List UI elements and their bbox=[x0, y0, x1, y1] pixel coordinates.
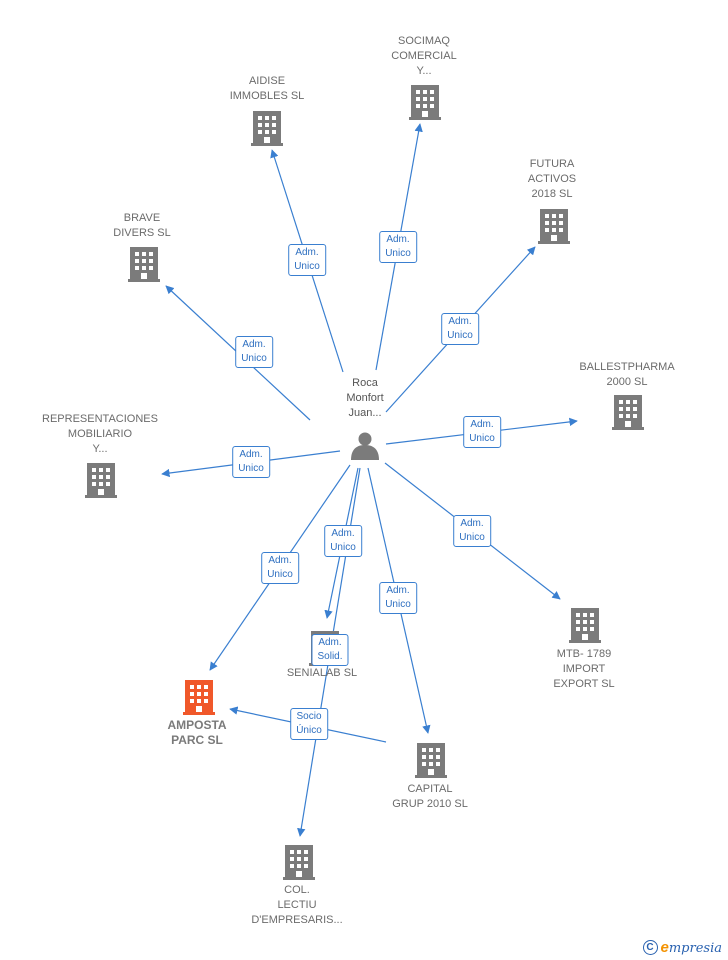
building-icon[interactable] bbox=[251, 111, 283, 146]
building-icon[interactable] bbox=[415, 743, 447, 778]
edge-label-line: Unico bbox=[447, 330, 473, 341]
edge-label-line: Unico bbox=[385, 248, 411, 259]
company-label-line: CAPITAL bbox=[407, 783, 453, 795]
building-icon[interactable] bbox=[612, 395, 644, 430]
edge-label-center-col[interactable]: Adm. Solid. bbox=[311, 634, 349, 666]
footer-brand: C empresia bbox=[642, 939, 722, 956]
edge-label-center-aidise[interactable]: Adm. Unico bbox=[288, 244, 326, 276]
company-label-futura[interactable]: FUTURA ACTIVOS 2018 SL bbox=[528, 157, 576, 202]
company-label-line: D'EMPRESARIS... bbox=[251, 914, 343, 926]
edge-label-center-ballest[interactable]: Adm. Unico bbox=[463, 416, 501, 448]
edge-label-line: Adm. bbox=[268, 555, 292, 566]
edge-label-line: Único bbox=[296, 725, 322, 736]
company-label-line: IMMOBLES SL bbox=[229, 90, 305, 102]
edge-label-line: Unico bbox=[385, 599, 411, 610]
company-label-senialab[interactable]: SENIALAB SL bbox=[287, 666, 357, 681]
building-icon[interactable] bbox=[183, 680, 215, 715]
edge-label-line: Adm. bbox=[386, 585, 410, 596]
company-label-line: REPRESENTACIONES bbox=[42, 413, 158, 425]
company-label-line: 2000 SL bbox=[606, 376, 648, 388]
edge-label-line: Solid. bbox=[317, 651, 343, 662]
edge-label-center-socimaq[interactable]: Adm. Unico bbox=[379, 231, 417, 263]
company-label-line: PARC SL bbox=[171, 733, 223, 747]
edge-label-line: Adm. bbox=[460, 518, 484, 529]
edge-label-center-senialab[interactable]: Adm. Unico bbox=[324, 525, 362, 557]
company-label-line: ACTIVOS bbox=[527, 173, 577, 185]
person-icon[interactable] bbox=[351, 432, 379, 461]
company-label-line: 2018 SL bbox=[531, 188, 573, 200]
edge-label-line: Socio bbox=[296, 711, 322, 722]
company-label-line: AIDISE bbox=[248, 75, 286, 87]
person-name-line: Juan... bbox=[348, 407, 382, 419]
edge-label-line: Unico bbox=[241, 353, 267, 364]
building-icon[interactable] bbox=[283, 845, 315, 880]
edge-label-center-capital[interactable]: Adm. Unico bbox=[379, 582, 417, 614]
company-label-line: IMPORT bbox=[562, 663, 606, 675]
edge-label-line: Unico bbox=[330, 542, 356, 553]
copyright-icon: C bbox=[642, 940, 658, 955]
edge-label-line: Adm. bbox=[470, 419, 494, 430]
building-icon[interactable] bbox=[569, 608, 601, 643]
building-icon[interactable] bbox=[85, 463, 117, 498]
person-name-line: Monfort bbox=[346, 392, 384, 404]
edge-label-center-futura[interactable]: Adm. Unico bbox=[441, 313, 479, 345]
brand-logo: empresia bbox=[660, 939, 722, 956]
company-label-brave[interactable]: BRAVE DIVERS SL bbox=[113, 211, 170, 241]
edge-label-line: Adm. bbox=[242, 339, 266, 350]
company-label-line: COMERCIAL bbox=[391, 50, 457, 62]
company-label-line: LECTIU bbox=[277, 899, 317, 911]
company-label-line: SENIALAB SL bbox=[286, 667, 358, 679]
edge-label-center-brave[interactable]: Adm. Unico bbox=[235, 336, 273, 368]
edge-label-line: Unico bbox=[267, 569, 293, 580]
edge-label-line: Adm. bbox=[386, 234, 410, 245]
edge-label-center-mtb[interactable]: Adm. Unico bbox=[453, 515, 491, 547]
company-label-line: BRAVE bbox=[123, 212, 161, 224]
edge-label-center-repre[interactable]: Adm. Unico bbox=[232, 446, 270, 478]
edge-label-line: Adm. bbox=[239, 449, 263, 460]
company-label-line: COL. bbox=[284, 884, 310, 896]
edge-label-line: Unico bbox=[294, 261, 320, 272]
company-label-line: AMPOSTA bbox=[167, 718, 227, 732]
company-label-aidise[interactable]: AIDISE IMMOBLES SL bbox=[230, 74, 305, 104]
company-label-line: SOCIMAQ bbox=[398, 35, 450, 47]
edge-label-line: Unico bbox=[469, 433, 495, 444]
company-label-line: GRUP 2010 SL bbox=[392, 798, 468, 810]
company-label-col[interactable]: COL. LECTIU D'EMPRESARIS... bbox=[251, 883, 342, 928]
company-label-ballest[interactable]: BALLESTPHARMA 2000 SL bbox=[579, 360, 674, 390]
edge-label-line: Adm. bbox=[318, 637, 342, 648]
edge-label-line: Adm. bbox=[295, 247, 319, 258]
edge-label-center-amposta[interactable]: Adm. Unico bbox=[261, 552, 299, 584]
company-label-line: EXPORT SL bbox=[553, 678, 615, 690]
edge-label-line: Adm. bbox=[448, 316, 472, 327]
building-icon[interactable] bbox=[128, 247, 160, 282]
company-label-line: MOBILIARIO bbox=[67, 428, 133, 440]
building-icon[interactable] bbox=[538, 209, 570, 244]
edge-label-line: Unico bbox=[238, 463, 264, 474]
company-label-line: DIVERS SL bbox=[113, 227, 171, 239]
company-label-repre[interactable]: REPRESENTACIONES MOBILIARIO Y... bbox=[42, 412, 158, 457]
building-icon[interactable] bbox=[409, 85, 441, 120]
person-name-line: Roca bbox=[352, 377, 378, 389]
company-label-line: Y... bbox=[92, 443, 108, 455]
company-label-line: BALLESTPHARMA bbox=[579, 361, 675, 373]
edge-label-line: Unico bbox=[459, 532, 485, 543]
company-label-line: FUTURA bbox=[529, 158, 575, 170]
company-label-line: Y... bbox=[416, 65, 432, 77]
company-label-socimaq[interactable]: SOCIMAQ COMERCIAL Y... bbox=[391, 34, 456, 79]
edge-label-line: Adm. bbox=[331, 528, 355, 539]
company-label-capital[interactable]: CAPITAL GRUP 2010 SL bbox=[392, 782, 468, 812]
company-label-line: MTB- 1789 bbox=[556, 648, 612, 660]
